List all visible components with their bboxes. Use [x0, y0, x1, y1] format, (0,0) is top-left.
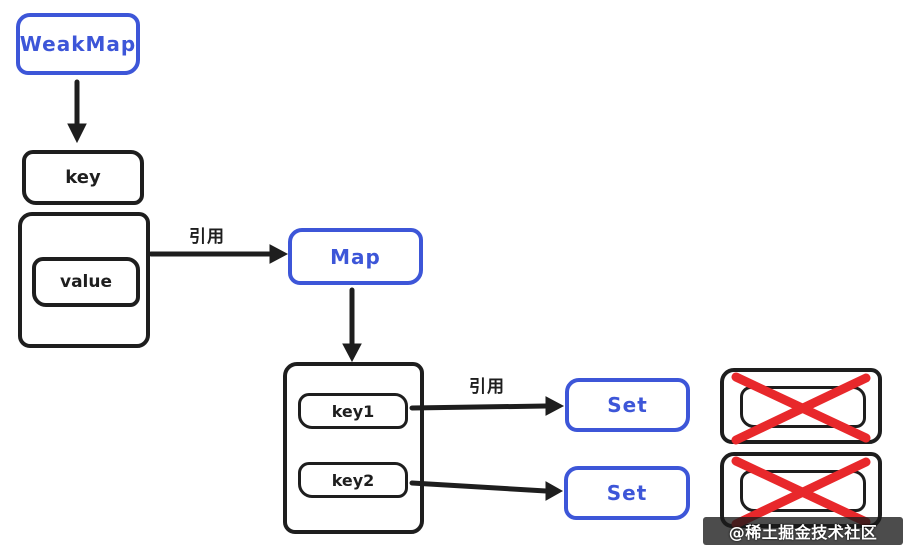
edge-label-reference-2: 引用	[469, 377, 505, 397]
map-key1-label: key1	[331, 401, 375, 421]
set2-label: Set	[606, 481, 648, 505]
arrowhead-value-to-map-icon	[269, 244, 289, 264]
set1-node: Set	[565, 378, 690, 432]
arrow-key1-to-set1	[409, 403, 549, 411]
arrowhead-map-to-entries-icon	[342, 343, 362, 363]
weakmap-label: WeakMap	[19, 32, 137, 56]
map-key2-label: key2	[331, 470, 375, 490]
map-label: Map	[330, 244, 381, 269]
set2-node: Set	[564, 466, 690, 520]
gc-object-2-inner	[740, 470, 866, 512]
watermark: @稀土掘金技术社区	[703, 517, 903, 545]
map-node: Map	[288, 228, 423, 285]
weakmap-node: WeakMap	[16, 13, 140, 75]
map-key1-node: key1	[298, 393, 408, 429]
arrowhead-weakmap-to-entry-icon	[67, 123, 87, 144]
arrow-key2-to-set2	[409, 480, 549, 494]
weakmap-value-label: value	[59, 272, 112, 292]
arrowhead-key2-to-set2-icon	[545, 481, 564, 501]
edge-label-reference-1: 引用	[189, 227, 225, 247]
weakmap-value-node: value	[32, 257, 140, 307]
gc-object-1-inner	[740, 386, 866, 428]
arrowhead-key1-to-set1-icon	[545, 396, 565, 416]
weakmap-entry-container	[18, 212, 150, 348]
map-key2-node: key2	[298, 462, 408, 498]
weakmap-key-label: key	[65, 167, 101, 188]
set1-label: Set	[607, 393, 648, 417]
map-entries-container	[283, 362, 424, 534]
weakmap-key-node: key	[22, 150, 144, 205]
